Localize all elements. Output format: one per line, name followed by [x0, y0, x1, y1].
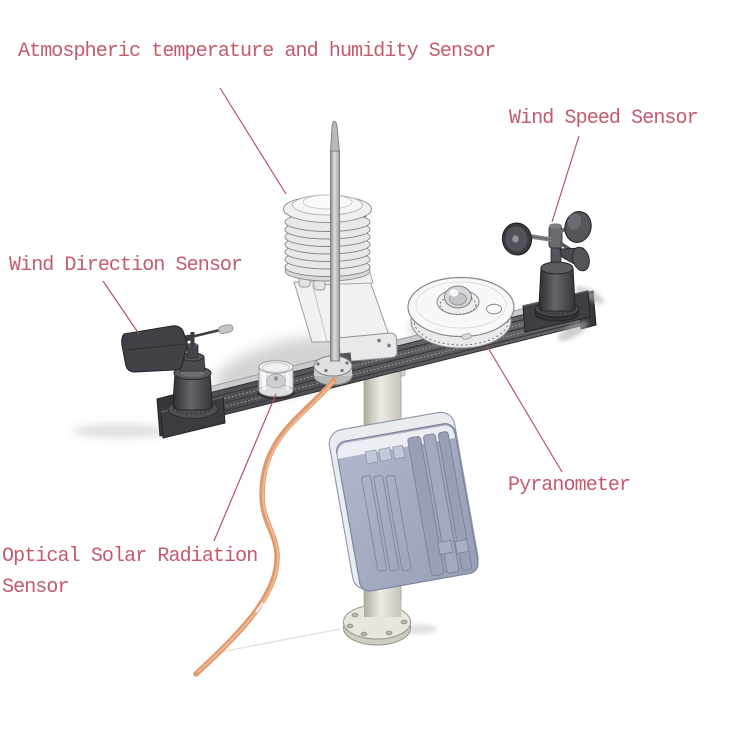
- vent-tab: [378, 447, 393, 462]
- enclosure-top-band: [337, 425, 456, 459]
- glass-top-inner: [262, 362, 290, 373]
- rod-tip: [330, 120, 340, 153]
- leader-wind-direction: [102, 280, 140, 335]
- enclosure-rib: [407, 436, 445, 577]
- wind-direction-sensor: [121, 324, 234, 439]
- bolt-hole: [351, 612, 359, 618]
- beam-end-shadow: [72, 424, 168, 438]
- flange-bolt: [345, 361, 349, 365]
- leader-optical: [213, 393, 277, 542]
- counterweight-arm: [192, 328, 221, 338]
- enclosure-detail: [437, 539, 454, 555]
- label-wind-speed-sensor: Wind Speed Sensor: [509, 107, 699, 130]
- leader-lines: [102, 87, 580, 542]
- data-logger-enclosure: [328, 411, 479, 592]
- cable-break: [255, 602, 264, 613]
- radiation-shield: [283, 194, 374, 291]
- anemometer-body-top: [540, 261, 574, 275]
- cup-arm-edge: [530, 236, 552, 240]
- label-optical-solar-radiation-sensor: Optical Solar Radiation Sensor: [2, 545, 258, 599]
- vane-body: [172, 372, 213, 411]
- vane-flange-bolts: [172, 399, 214, 415]
- counterweight-tip: [218, 324, 234, 335]
- shield-bracket: [293, 280, 392, 343]
- bubble-level: [486, 303, 502, 315]
- bolt-hole: [360, 631, 368, 637]
- flange-bolt: [340, 368, 344, 373]
- leader-pyranometer: [486, 345, 563, 473]
- mast-bottom: [364, 600, 401, 617]
- rod-shaft: [330, 150, 340, 362]
- enclosure-detail: [454, 539, 470, 554]
- leader-atmospheric: [219, 87, 287, 195]
- enclosure-rib: [437, 431, 473, 571]
- beam-groove: [169, 318, 592, 426]
- flange-front: [343, 621, 411, 640]
- bracket-fold: [311, 282, 328, 342]
- sensor-cable: [193, 377, 337, 677]
- glass-highlight: [286, 369, 289, 390]
- sensor-rod: [330, 120, 340, 362]
- beam-groove: [167, 310, 590, 418]
- disc-inner-ring: [415, 281, 507, 329]
- bolt-hole: [346, 623, 354, 629]
- cup-shadow: [557, 321, 589, 341]
- block-screw: [387, 343, 391, 348]
- cup-shadow: [575, 286, 605, 304]
- pyranometer-device: [407, 276, 515, 349]
- center-junction: [293, 280, 398, 386]
- shield-cap-ring: [302, 194, 353, 210]
- junction-block: [337, 332, 398, 363]
- blade-crease: [125, 343, 185, 351]
- disc-notch: [461, 332, 472, 340]
- hub-top: [549, 223, 562, 229]
- ground-shadow-line: [214, 628, 341, 654]
- cable-sheen: [197, 381, 334, 673]
- glass-highlight: [262, 369, 266, 390]
- dome-highlight: [449, 289, 459, 297]
- enclosure-slot: [385, 474, 412, 572]
- flange-bolts: [538, 301, 576, 315]
- optical-sensor-dome: [266, 373, 286, 389]
- bolt-hole: [400, 619, 408, 625]
- flange-bolt: [324, 368, 328, 373]
- dome-eye: [273, 376, 279, 381]
- cup-left-glint: [512, 235, 519, 243]
- cup-highlight: [567, 213, 582, 230]
- enclosure-slot: [361, 475, 388, 572]
- enclosure-rib: [423, 433, 460, 574]
- flange-shadow: [403, 624, 437, 634]
- block-screw: [377, 338, 381, 343]
- label-wind-direction-sensor: Wind Direction Sensor: [9, 254, 243, 277]
- vent-tab: [364, 449, 379, 465]
- flange-bolt: [316, 362, 320, 366]
- optical-solar-radiation-sensor: [257, 360, 295, 400]
- enclosure-slot: [373, 475, 400, 572]
- leader-wind-speed: [551, 135, 580, 223]
- anemometer-body: [538, 267, 576, 312]
- label-pyranometer: Pyranometer: [508, 474, 631, 497]
- label-atmospheric-sensor: Atmospheric temperature and humidity Sen…: [18, 40, 496, 63]
- base-flange: [343, 600, 411, 646]
- wind-vane-blade: [121, 325, 188, 373]
- wind-speed-sensor-device: [501, 211, 605, 341]
- cup-front-rim: [572, 246, 590, 272]
- vent-tab: [392, 444, 405, 460]
- bolt-hole: [385, 630, 393, 636]
